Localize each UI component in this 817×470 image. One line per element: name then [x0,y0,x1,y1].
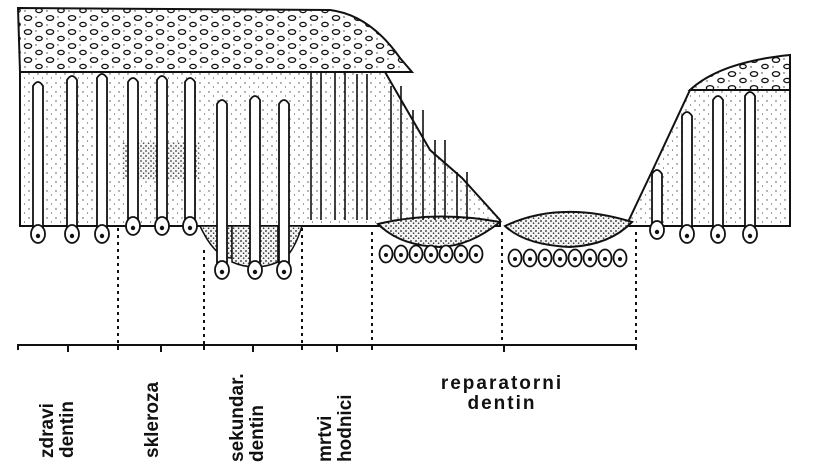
nucleus [474,253,478,257]
nucleus [618,257,622,261]
zone-brackets [18,345,636,352]
nucleus [685,234,689,238]
label-sclerosis: skleroza [143,382,163,458]
nucleus [399,253,403,257]
nucleus [573,257,577,261]
tubule [713,96,723,230]
nucleus [36,234,40,238]
tubule [97,74,107,230]
nucleus [588,257,592,261]
nucleus [444,253,448,257]
nucleus [748,234,752,238]
nucleus [543,257,547,261]
tubule [279,100,289,266]
tubule [745,92,755,230]
reparative-dentin [378,212,632,247]
tubule [652,170,662,226]
nucleus [131,226,135,230]
nucleus [459,253,463,257]
nucleus [188,226,192,230]
tubule [157,76,167,222]
nucleus [160,226,164,230]
nucleus [220,270,224,274]
nucleus [513,257,517,261]
tubule [250,96,260,266]
tubule [67,76,77,230]
tubule [682,112,692,230]
nucleus [282,270,286,274]
tubule [128,78,138,222]
nucleus [655,230,659,234]
nucleus [558,257,562,261]
label-secondary-dentin: sekundar.dentin [228,373,268,462]
nucleus [253,270,257,274]
nucleus [716,234,720,238]
nucleus [384,253,388,257]
nucleus [70,234,74,238]
tubule [217,100,227,266]
nucleus [603,257,607,261]
tubule [33,82,43,230]
nucleus [528,257,532,261]
tubule [185,78,195,222]
nucleus [414,253,418,257]
nucleus [429,253,433,257]
nucleus [100,234,104,238]
